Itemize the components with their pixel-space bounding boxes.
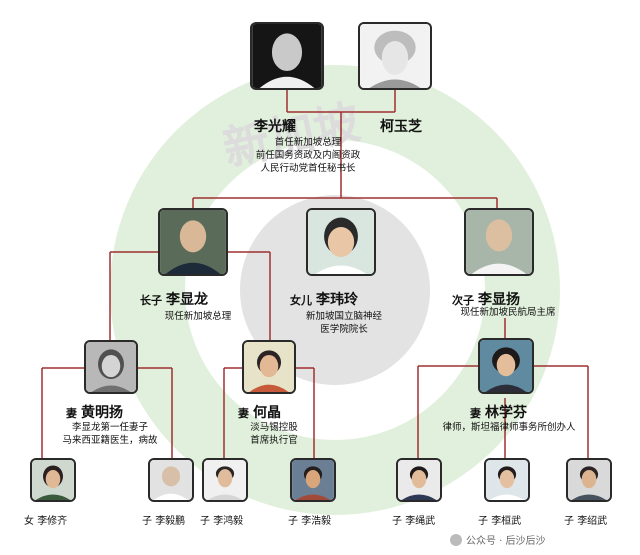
person-name: 何晶 bbox=[253, 405, 281, 421]
portrait-photo bbox=[158, 208, 228, 276]
person-name: 柯玉芝 bbox=[380, 119, 422, 135]
account-watermark-text: 公众号 · 后沙后沙 bbox=[466, 536, 546, 547]
title-line: 人民行动党首任秘书长 bbox=[260, 163, 356, 174]
title-line: 前任国务资政及内阁资政 bbox=[255, 150, 361, 161]
portrait-photo bbox=[306, 208, 376, 276]
person-titles: 李显龙第一任妻子 马来西亚籍医生，病故 bbox=[48, 421, 172, 447]
relation-label: 子 bbox=[392, 516, 402, 527]
relation-label: 子 bbox=[200, 516, 210, 527]
person-titles: 淡马锡控股 首席执行官 bbox=[236, 421, 312, 447]
person-name: 林学芬 bbox=[485, 405, 527, 421]
title-line: 李显龙第一任妻子 bbox=[71, 422, 148, 433]
person-name-line: 女儿李玮玲 bbox=[290, 289, 358, 309]
person-name-line: 子 李绳武 bbox=[392, 512, 435, 527]
portrait-photo bbox=[30, 458, 76, 502]
relation-label: 子 bbox=[142, 516, 152, 527]
person-name-line: 妻黄明扬 bbox=[66, 402, 123, 422]
person-name-line: 次子李显扬 bbox=[452, 289, 520, 309]
person-name-line: 子 李鸿毅 bbox=[200, 512, 243, 527]
person-titles: 新加坡国立脑神经 医学院院长 bbox=[294, 310, 394, 336]
person-name-line: 长子李显龙 bbox=[140, 289, 208, 309]
person-name: 李显扬 bbox=[478, 292, 520, 308]
person-name: 李桓武 bbox=[491, 516, 522, 527]
person-name: 李浩毅 bbox=[301, 516, 332, 527]
person-name: 李光耀 bbox=[254, 119, 296, 135]
portrait-photo bbox=[250, 22, 324, 90]
relation-label: 子 bbox=[288, 516, 298, 527]
relation-label: 女 bbox=[24, 516, 34, 527]
person-name: 李修齐 bbox=[37, 516, 68, 527]
relation-label: 子 bbox=[478, 516, 488, 527]
title-line: 首任新加坡总理 bbox=[274, 137, 342, 148]
title-line: 首席执行官 bbox=[250, 435, 298, 446]
relation-label: 女儿 bbox=[290, 294, 312, 307]
person-titles: 首任新加坡总理 前任国务资政及内阁资政 人民行动党首任秘书长 bbox=[238, 136, 378, 175]
account-watermark: 公众号 · 后沙后沙 bbox=[450, 532, 546, 547]
wechat-icon bbox=[450, 534, 462, 546]
person-title: 律师，斯坦福律师事务所创办人 bbox=[442, 422, 576, 433]
portrait-photo bbox=[396, 458, 442, 502]
relation-label: 妻 bbox=[238, 407, 249, 420]
relation-label: 妻 bbox=[470, 407, 481, 420]
relation-label: 长子 bbox=[140, 294, 162, 307]
person-name-line: 子 李桓武 bbox=[478, 512, 521, 527]
portrait-photo bbox=[464, 208, 534, 276]
person-name-line: 妻何晶 bbox=[238, 402, 281, 422]
portrait-photo bbox=[290, 458, 336, 502]
title-line: 马来西亚籍医生，病故 bbox=[62, 435, 158, 446]
person-name: 黄明扬 bbox=[81, 405, 123, 421]
person-name: 李绍武 bbox=[577, 516, 608, 527]
title-line: 医学院院长 bbox=[320, 324, 368, 335]
person-name: 李鸿毅 bbox=[213, 516, 244, 527]
person-name: 李显龙 bbox=[166, 292, 208, 308]
portrait-photo bbox=[358, 22, 432, 90]
person-title: 现任新加坡总理 bbox=[164, 311, 232, 322]
person-name-line: 女 李修齐 bbox=[24, 512, 67, 527]
person-name-line: 妻林学芬 bbox=[470, 402, 527, 422]
relation-label: 次子 bbox=[452, 294, 474, 307]
person-name: 李绳武 bbox=[405, 516, 436, 527]
title-line: 新加坡国立脑神经 bbox=[305, 311, 382, 322]
relation-label: 妻 bbox=[66, 407, 77, 420]
person-name-line: 子 李毅鹏 bbox=[142, 512, 185, 527]
person-name-line: 子 李浩毅 bbox=[288, 512, 331, 527]
portrait-photo bbox=[148, 458, 194, 502]
portrait-photo bbox=[242, 340, 296, 394]
title-line: 淡马锡控股 bbox=[250, 422, 298, 433]
portrait-photo bbox=[202, 458, 248, 502]
portrait-photo bbox=[478, 338, 534, 394]
relation-label: 子 bbox=[564, 516, 574, 527]
portrait-photo bbox=[84, 340, 138, 394]
person-name-line: 子 李绍武 bbox=[564, 512, 607, 527]
person-name: 李毅鹏 bbox=[155, 516, 186, 527]
portrait-photo bbox=[484, 458, 530, 502]
portrait-photo bbox=[566, 458, 612, 502]
person-name: 李玮玲 bbox=[316, 292, 358, 308]
person-title: 现任新加坡民航局主席 bbox=[460, 307, 556, 318]
